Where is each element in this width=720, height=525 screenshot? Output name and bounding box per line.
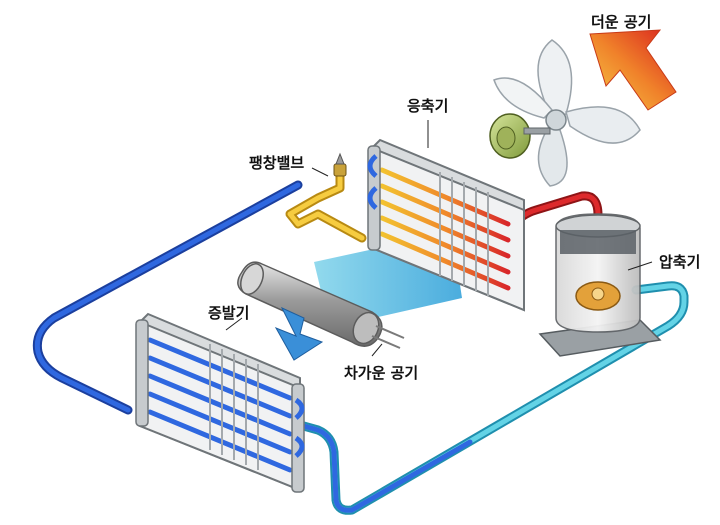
condenser-label: 응축기 [407,97,449,115]
evaporator-coil [135,312,305,493]
liquid-pipe [285,165,367,243]
evaporator-label: 증발기 [208,304,250,322]
expansion-valve-label: 팽창밸브 [249,154,305,172]
condenser-fan [489,39,641,187]
condenser-coil [367,138,525,312]
cool-air-label: 차가운 공기 [344,364,419,382]
hot-air-label: 더운 공기 [591,13,652,31]
expansion-valve [333,152,347,177]
cool-air-arrow [274,306,324,361]
hot-air-arrow [589,29,677,111]
compressor-label: 압축기 [659,253,701,271]
leader-lines [225,120,653,357]
refrigerant-piping [32,165,689,515]
compressor [538,213,662,357]
